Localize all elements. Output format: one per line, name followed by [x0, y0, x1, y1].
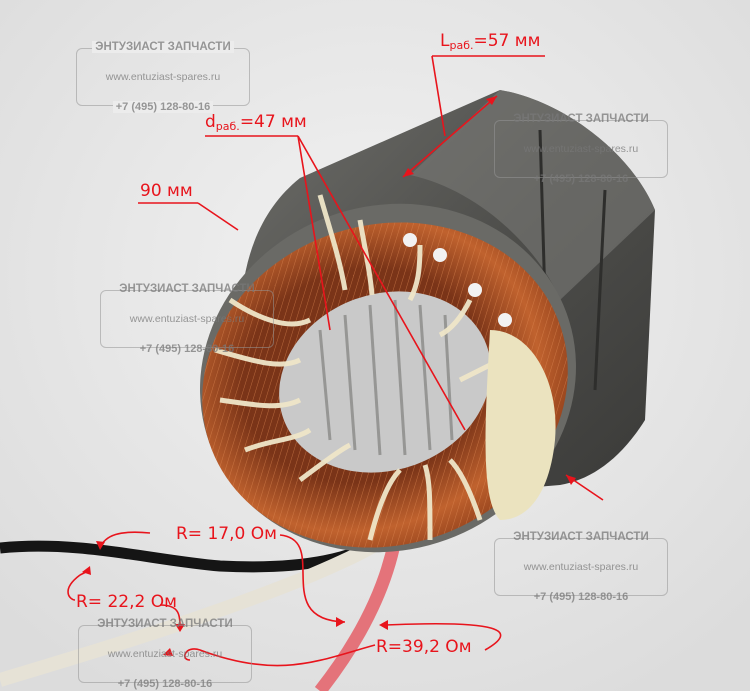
watermark-phone: +7 (495) 128-80-16 [117, 678, 213, 690]
watermark: ЭНТУЗИАСТ ЗАПЧАСТИ www.entuziast-spares.… [78, 618, 252, 690]
length-value: =57 мм [473, 31, 541, 51]
watermark: ЭНТУЗИАСТ ЗАПЧАСТИ www.entuziast-spares.… [100, 283, 274, 355]
resistance-label-2: R= 22,2 Ом [76, 592, 177, 612]
watermark-phone: +7 (495) 128-80-16 [112, 101, 214, 113]
rotor-bore [279, 291, 491, 473]
watermark-url: www.entuziast-spares.ru [523, 561, 639, 573]
red-wire [314, 538, 402, 691]
watermark-title: ЭНТУЗИАСТ ЗАПЧАСТИ [92, 41, 234, 53]
watermark: ЭНТУЗИАСТ ЗАПЧАСТИ www.entuziast-spares.… [76, 41, 250, 113]
watermark: ЭНТУЗИАСТ ЗАПЧАСТИ www.entuziast-spares.… [494, 113, 668, 185]
watermark-title: ЭНТУЗИАСТ ЗАПЧАСТИ [513, 113, 649, 125]
watermark-title: ЭНТУЗИАСТ ЗАПЧАСТИ [119, 283, 255, 295]
diameter-value: =47 мм [239, 112, 307, 132]
watermark-title: ЭНТУЗИАСТ ЗАПЧАСТИ [97, 618, 233, 630]
watermark-phone: +7 (495) 128-80-16 [533, 591, 629, 603]
watermark-url: www.entuziast-spares.ru [105, 71, 221, 83]
working-length-label: Lраб.=57 мм [440, 31, 541, 52]
resistance-label-3: R=39,2 Ом [376, 637, 472, 657]
insulation-sleeve [485, 330, 556, 520]
watermark-phone: +7 (495) 128-80-16 [533, 173, 629, 185]
length-symbol: L [440, 31, 450, 51]
annotation-lines [67, 55, 604, 667]
watermark-url: www.entuziast-spares.ru [523, 143, 639, 155]
working-diameter-label: dраб.=47 мм [205, 112, 307, 133]
watermark-phone: +7 (495) 128-80-16 [139, 343, 235, 355]
diameter-subscript: раб. [215, 120, 240, 133]
watermark-url: www.entuziast-spares.ru [129, 313, 245, 325]
watermark-title: ЭНТУЗИАСТ ЗАПЧАСТИ [513, 531, 649, 543]
outer-diameter-label: 90 мм [140, 181, 193, 201]
length-subscript: раб. [449, 39, 474, 52]
resistance-label-1: R= 17,0 Ом [176, 524, 277, 544]
watermark: ЭНТУЗИАСТ ЗАПЧАСТИ www.entuziast-spares.… [494, 531, 668, 603]
watermark-url: www.entuziast-spares.ru [107, 648, 223, 660]
diameter-symbol: d [205, 112, 216, 132]
